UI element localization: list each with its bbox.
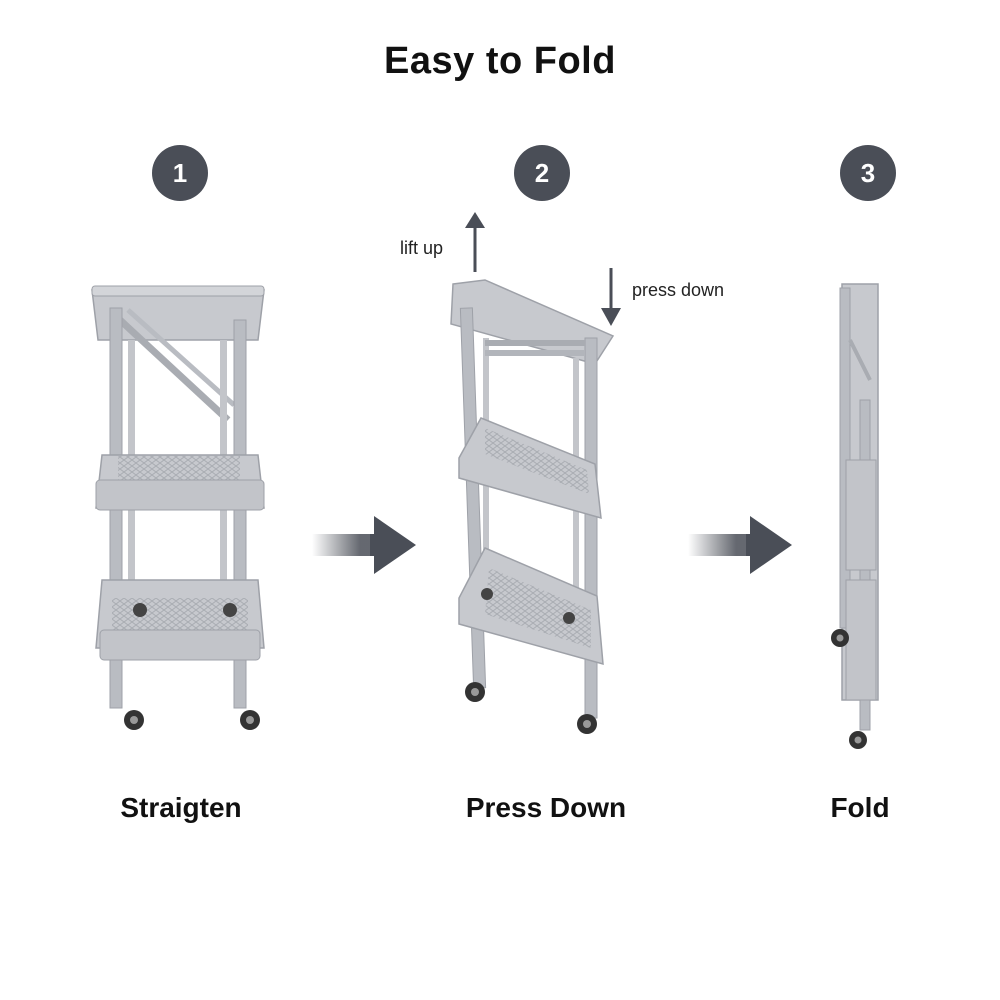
right-arrow-icon [312,516,416,574]
down-arrow-icon [601,268,621,326]
step-2-badge: 2 [514,145,570,201]
step-3-label: Fold [830,792,890,823]
step-3-badge: 3 [840,145,896,201]
step-1-label: Straigten [120,792,242,823]
cart-folded-illustration [831,283,879,749]
cart-pressing-illustration [450,279,615,734]
lift-up-annotation: lift up [400,238,444,258]
page-title: Easy to Fold [384,40,616,82]
step-2-label: Press Down [465,792,627,823]
up-arrow-icon [465,212,485,272]
press-down-annotation: press down [632,280,725,300]
step-1-badge: 1 [152,145,208,201]
right-arrow-icon [688,516,792,574]
cart-upright-illustration [91,285,265,730]
